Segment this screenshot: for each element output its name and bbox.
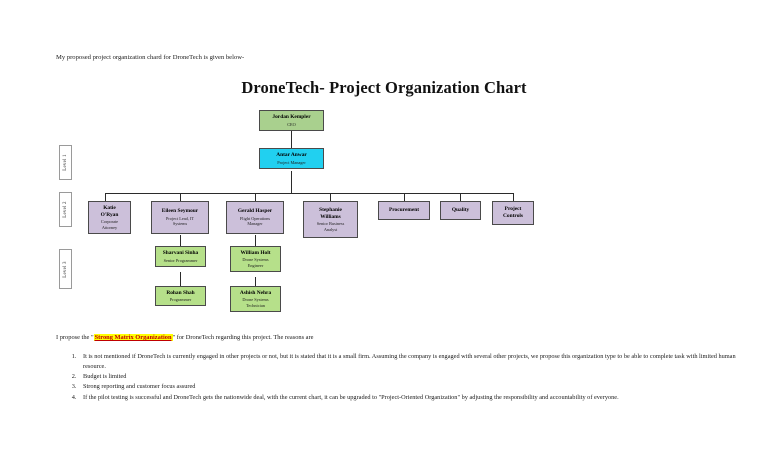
node-it-lead-role: Project Lead, IT (165, 215, 195, 221)
list-item: Budget is limited (78, 372, 746, 382)
node-senior-programmer-role: Senior Programmer (163, 257, 198, 263)
list-item: If the pilot testing is successful and D… (78, 393, 746, 403)
node-project-manager[interactable]: Antar Anwar Project Manager (259, 148, 324, 169)
node-programmer-name: Rohan Shah (166, 289, 195, 296)
node-procurement[interactable]: Procurement (378, 201, 430, 220)
connector-drone-engineer-to-technician (255, 277, 257, 288)
proposal-highlight: Strong Matrix Organization (93, 334, 173, 341)
connector-bus-to-legal (105, 193, 107, 203)
node-senior-programmer[interactable]: Sharvani Sinha Senior Programmer (155, 246, 206, 267)
node-business-analyst-role-2: Analyst (323, 226, 338, 232)
node-flight-ops-role: Flight Operations (239, 215, 271, 221)
connector-bus-to-project-controls (513, 193, 515, 203)
level-bracket-3: Level 3 (59, 249, 72, 289)
connector-flight-ops-to-drone-engineer (255, 235, 257, 248)
node-legal-role-2: Attorney (101, 224, 118, 230)
node-drone-engineer-role-2: Engineer (247, 262, 264, 268)
level-bracket-2-label: Level 2 (63, 201, 69, 218)
org-chart: Jordan Kempler CEO Antar Anwar Project M… (0, 105, 768, 320)
node-legal-role: Corporate (100, 219, 119, 225)
reasons-list: It is not mentioned if DroneTech is curr… (62, 352, 746, 403)
node-programmer[interactable]: Rohan Shah Programmer (155, 286, 206, 306)
node-quality-name: Quality (451, 207, 470, 214)
node-business-analyst[interactable]: Stephanie Williams Senior Business Analy… (303, 201, 358, 238)
node-flight-ops[interactable]: Gerald Hasper Flight Operations Manager (226, 201, 284, 234)
node-legal-name-2: O'Ryan (100, 211, 119, 218)
connector-it-lead-to-senior-programmer (180, 235, 182, 248)
node-ceo[interactable]: Jordan Kempler CEO (259, 110, 324, 131)
node-ceo-name: Jordan Kempler (272, 114, 311, 121)
node-ceo-role: CEO (287, 121, 296, 127)
node-business-analyst-name: Stephanie (319, 207, 342, 214)
node-project-manager-name: Antar Anwar (276, 152, 307, 159)
proposal-paragraph: I propose the "Strong Matrix Organizatio… (56, 334, 313, 342)
node-it-lead[interactable]: Eileen Seymour Project Lead, IT Systems (151, 201, 209, 234)
connector-bus-to-quality (460, 193, 462, 203)
connector-ceo-to-pm (291, 131, 293, 153)
node-senior-programmer-name: Sharvani Sinha (162, 250, 199, 257)
node-legal[interactable]: Katie O'Ryan Corporate Attorney (88, 201, 131, 234)
node-it-lead-role-2: Systems (172, 221, 188, 227)
proposal-trail-text: " for DroneTech regarding this project. … (172, 334, 314, 341)
connector-senior-programmer-to-programmer (180, 272, 182, 288)
node-drone-technician-name: Ashish Nehra (239, 289, 272, 296)
node-project-manager-role: Project Manager (277, 159, 306, 165)
node-programmer-role: Programmer (169, 297, 192, 302)
node-project-controls[interactable]: Project Controls (492, 201, 534, 225)
connector-pm-down (291, 171, 293, 194)
level-bracket-3-label: Level 3 (63, 260, 69, 278)
level-bracket-1-label: Level 1 (63, 154, 69, 171)
node-drone-technician-role-2: Technician (246, 302, 265, 308)
node-drone-engineer-role: Drone Systems (242, 257, 269, 263)
connector-bus-to-business-analyst (330, 193, 332, 203)
node-drone-engineer[interactable]: William Holt Drone Systems Engineer (230, 246, 281, 272)
level-bracket-1: Level 1 (59, 145, 72, 180)
connector-bus-to-flight-ops (255, 193, 257, 203)
list-item: It is not mentioned if DroneTech is curr… (78, 352, 746, 372)
node-drone-engineer-name: William Holt (240, 249, 271, 256)
node-legal-name: Katie (103, 205, 116, 212)
node-project-controls-name-2: Controls (503, 213, 523, 219)
node-drone-technician[interactable]: Ashish Nehra Drone Systems Technician (230, 286, 281, 312)
node-business-analyst-name-2: Williams (320, 213, 341, 220)
proposal-lead-text: I propose the " (56, 334, 94, 341)
node-business-analyst-role: Senior Business (316, 221, 345, 227)
node-quality[interactable]: Quality (440, 201, 481, 220)
node-drone-technician-role: Drone Systems (242, 297, 269, 303)
node-flight-ops-role-2: Manager (247, 221, 263, 227)
connector-level2-bus (105, 193, 514, 195)
node-procurement-name: Procurement (388, 207, 420, 214)
node-it-lead-name: Eileen Seymour (161, 208, 199, 215)
intro-paragraph: My proposed project organization chard f… (56, 54, 245, 61)
node-flight-ops-name: Gerald Hasper (237, 208, 273, 215)
list-item: Strong reporting and customer focus assu… (78, 382, 746, 392)
page-title: DroneTech- Project Organization Chart (241, 78, 527, 97)
node-project-controls-name: Project (504, 206, 522, 213)
connector-bus-to-it-lead (180, 193, 182, 203)
connector-bus-to-procurement (404, 193, 406, 203)
level-bracket-2: Level 2 (59, 192, 72, 227)
